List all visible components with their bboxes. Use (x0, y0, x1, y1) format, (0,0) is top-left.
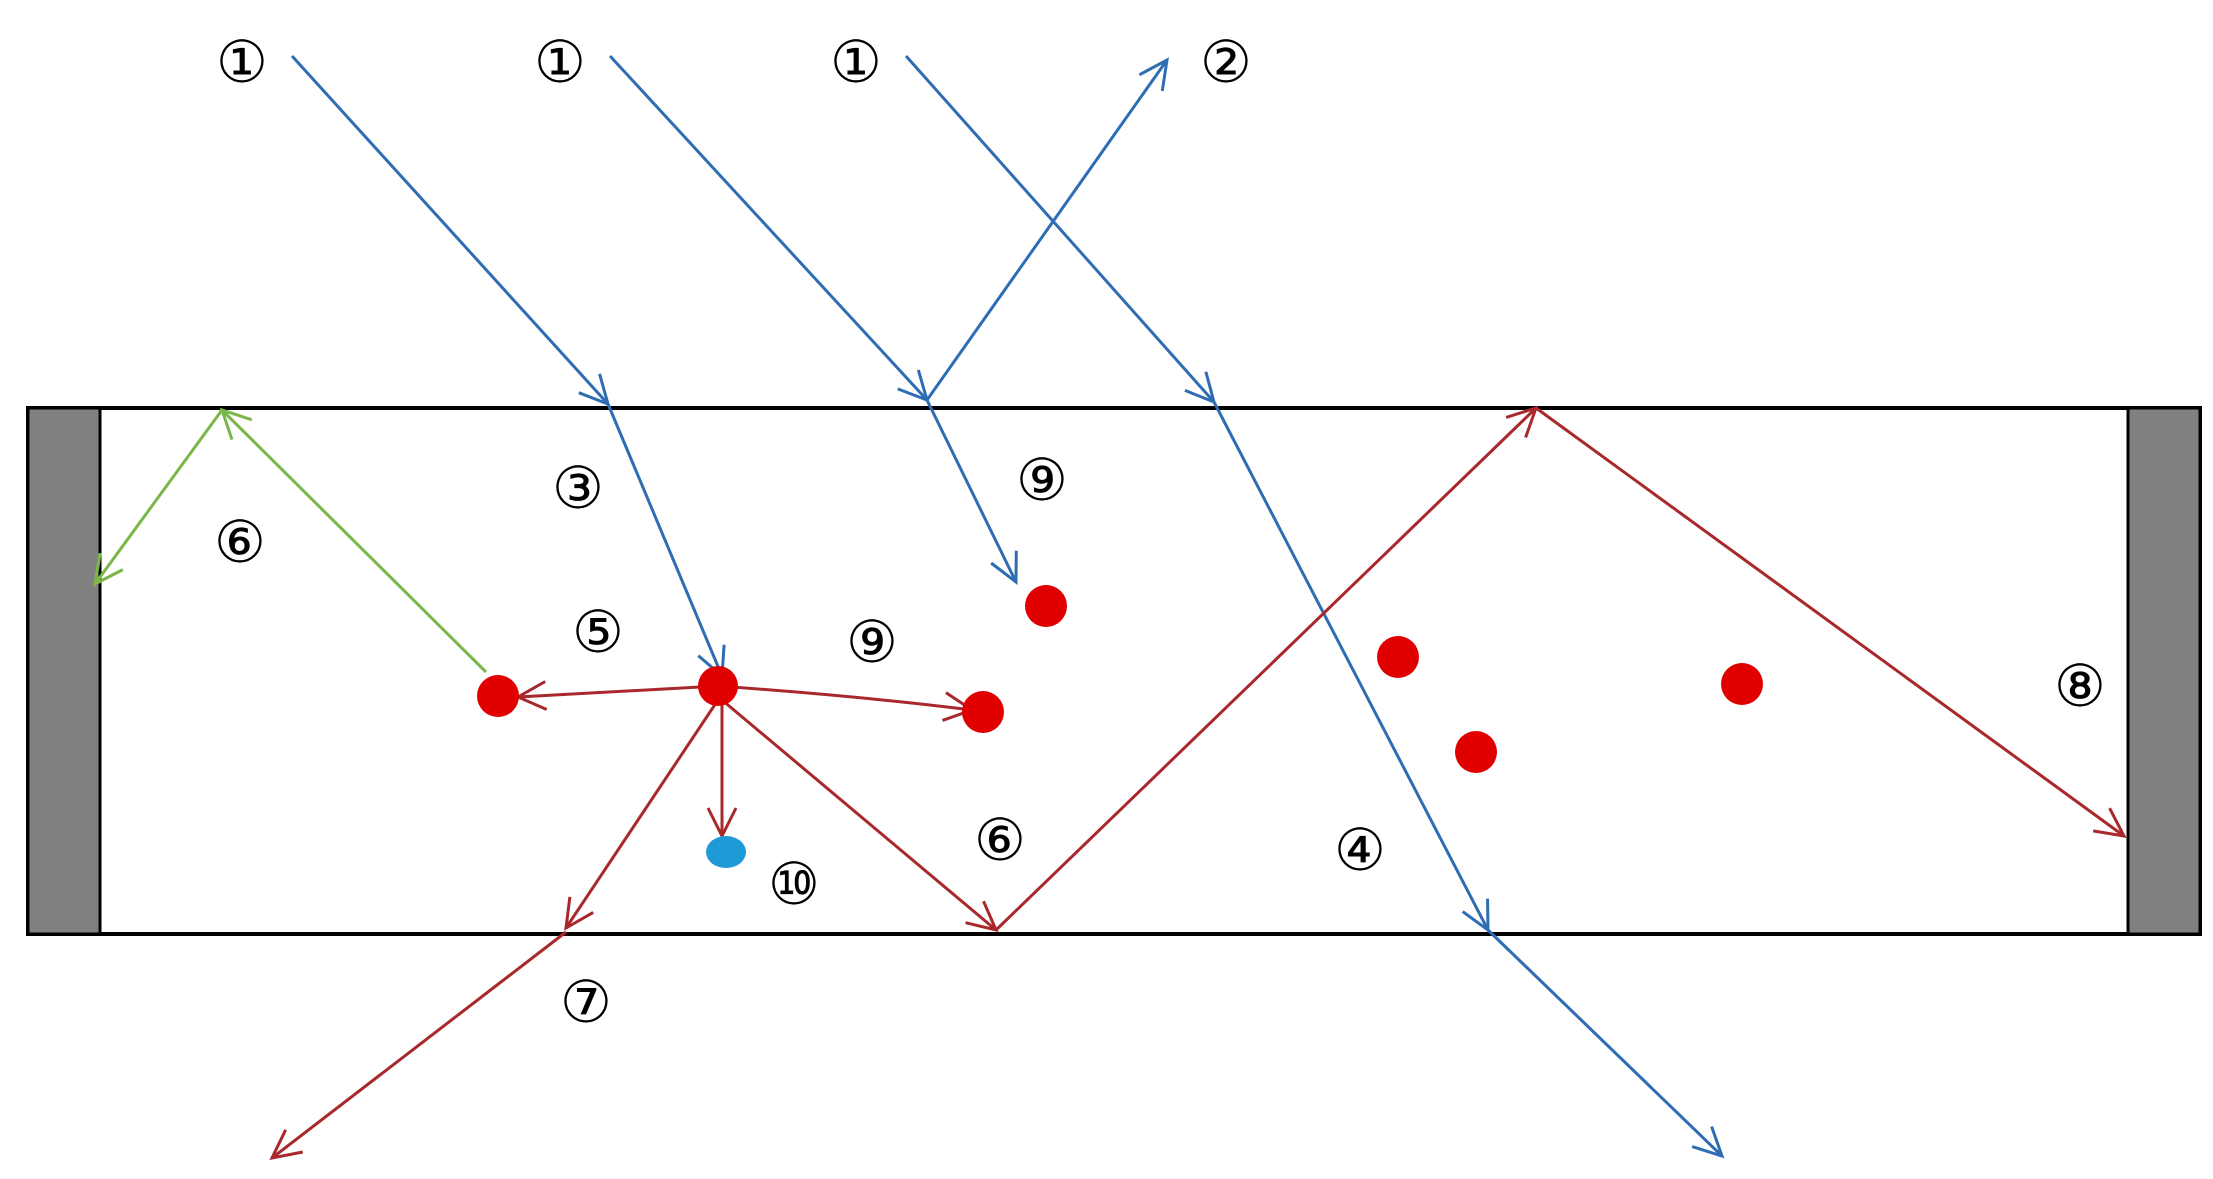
red-ray-to-bottom (721, 698, 999, 933)
label-3: ③ (552, 454, 604, 522)
label-7: ⑦ (560, 968, 612, 1036)
ray-incident-a (290, 54, 611, 407)
slab-outline (26, 406, 2202, 936)
right-wall (2126, 406, 2202, 936)
label-10: ⑩ (768, 850, 820, 918)
labels: ① ① ① ② ③ ⑨ ⑥ ⑤ ⑨ ⑧ ⑥ ④ ⑩ ⑦ (214, 28, 2106, 1036)
particle-mid-2 (1455, 731, 1497, 773)
label-8: ⑧ (2054, 652, 2106, 720)
ray-reflected-2 (925, 57, 1169, 401)
particle-far-right (1721, 663, 1763, 705)
label-9-top: ⑨ (1016, 446, 1068, 514)
red-ray-scatter-5 (514, 680, 719, 711)
particle-upper (1025, 585, 1067, 627)
green-ray-to-top (219, 407, 488, 674)
ray-refracted-9-top (925, 399, 1018, 586)
ray-transmitted-4-out (1486, 928, 1725, 1159)
label-9-mid: ⑨ (846, 608, 898, 676)
red-ray-escape-7 (269, 930, 567, 1161)
label-6-mid: ⑥ (974, 806, 1026, 874)
label-2: ② (1200, 28, 1252, 96)
particles (477, 585, 1763, 868)
particle-mid-1 (1377, 636, 1419, 678)
ray-transmitted-4-inside (1212, 401, 1490, 933)
particle-right-of-center (962, 691, 1004, 733)
ray-refracted-3 (606, 403, 726, 680)
particle-absorber-blue (706, 836, 746, 868)
red-ray-escape-inside (564, 699, 720, 931)
particle-center (698, 666, 738, 706)
label-4: ④ (1334, 816, 1386, 884)
ray-incident-c (904, 55, 1217, 405)
label-1c: ① (830, 28, 882, 96)
left-wall (26, 406, 102, 936)
ray-incident-b (608, 54, 930, 403)
particle-left (477, 675, 519, 717)
label-1b: ① (534, 28, 586, 96)
red-ray-guided-8 (1535, 406, 2127, 838)
green-ray-to-wall (93, 409, 224, 587)
blue-rays (290, 54, 1725, 1159)
green-rays (93, 407, 488, 674)
label-1a: ① (216, 28, 268, 96)
red-ray-up-guided (994, 405, 1539, 932)
label-6-left: ⑥ (214, 508, 266, 576)
red-ray-scatter-9 (717, 684, 976, 722)
red-rays (269, 405, 2127, 1161)
label-5: ⑤ (572, 598, 624, 666)
